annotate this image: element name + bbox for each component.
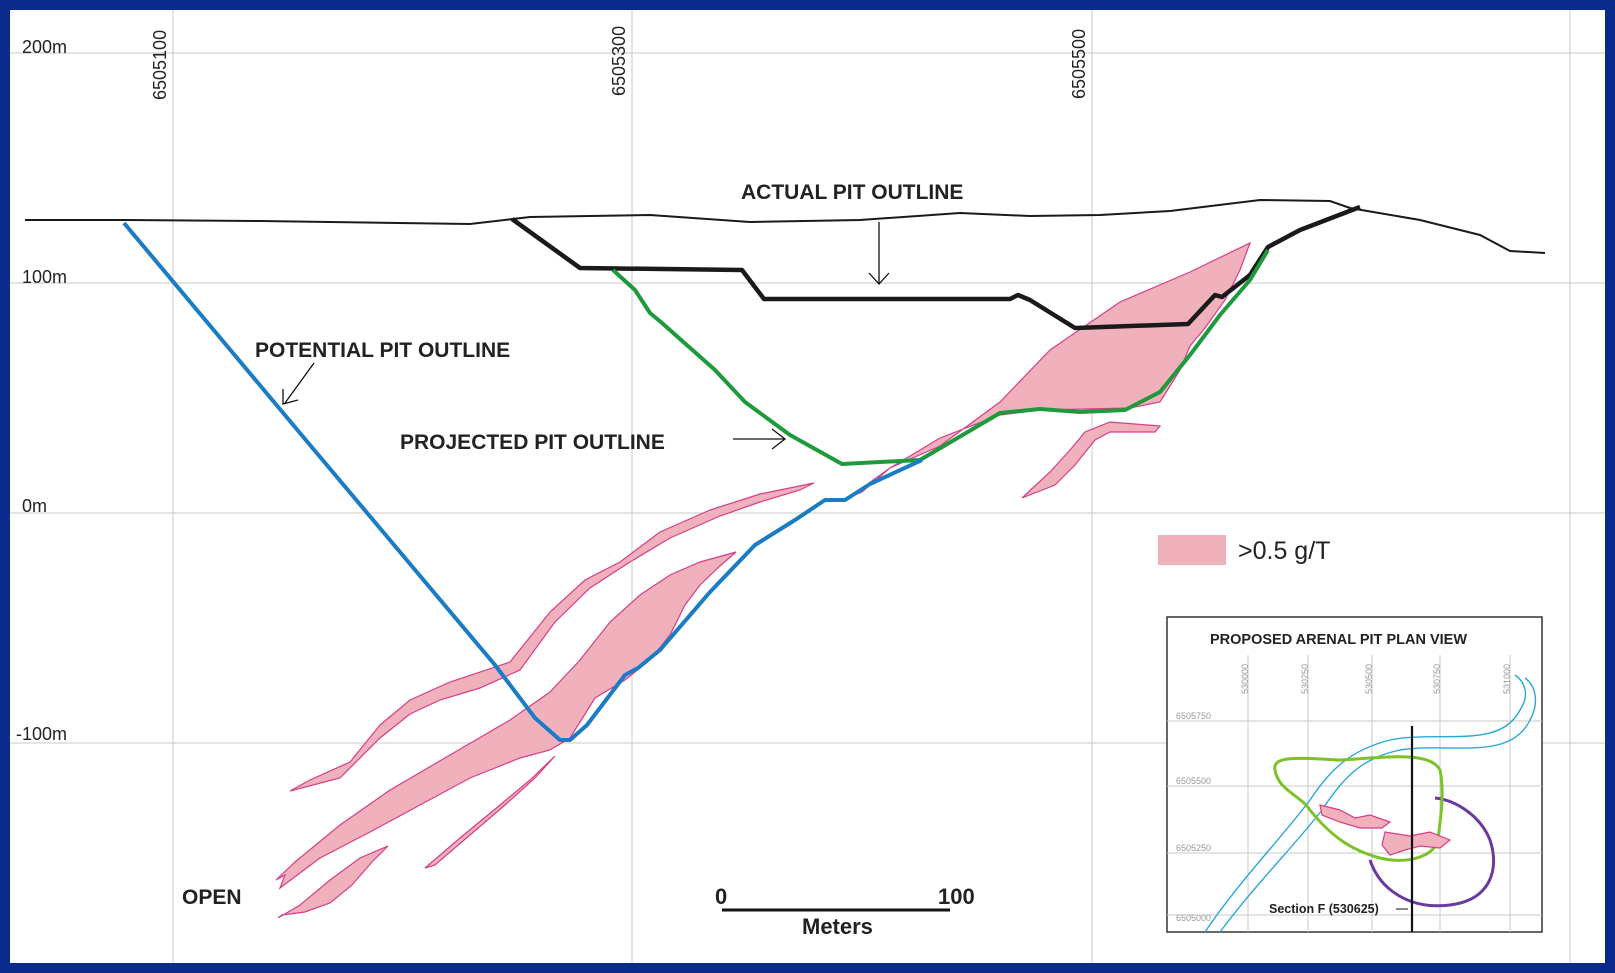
inset-easting-label: 530250 — [1300, 664, 1310, 694]
legend-label: >0.5 g/T — [1238, 537, 1330, 565]
projected-pit-arrowhead — [771, 428, 787, 450]
inset-actual-pit-purple — [1368, 796, 1496, 908]
inset-northing-label: 6505750 — [1176, 711, 1211, 721]
inset-frame — [1166, 616, 1543, 933]
scale-bar-unit: Meters — [802, 914, 873, 939]
projected-pit-label: PROJECTED PIT OUTLINE — [400, 431, 665, 454]
ore-zone-thin — [424, 755, 556, 869]
legend: >0.5 g/T — [1158, 535, 1330, 565]
elevation-label-0m: 0m — [22, 496, 47, 516]
topography-line — [25, 198, 1546, 254]
inset-easting-label: 530500 — [1364, 664, 1374, 694]
inset-easting-label: 530750 — [1432, 664, 1442, 694]
inset-tick-labels: 530000 530250 530500 530750 531000 65057… — [1176, 664, 1512, 923]
potential-pit-label-arrow — [284, 362, 315, 404]
ore-zone-right-small — [1021, 421, 1162, 499]
scale-bar-start: 0 — [715, 884, 727, 909]
actual-pit-label: ACTUAL PIT OUTLINE — [741, 181, 963, 204]
cross-section-figure: 200m 100m 0m -100m 6505100 6505300 65055… — [10, 10, 1605, 963]
open-label: OPEN — [182, 886, 242, 909]
inset-ore-blob — [1319, 804, 1392, 829]
cross-section-diagram: 200m 100m 0m -100m 6505100 6505300 65055… — [10, 10, 1605, 963]
ore-zone-bottom — [277, 845, 389, 919]
inset-river — [1204, 674, 1537, 933]
projected-pit-outline — [611, 248, 1270, 466]
northing-label-6505100: 6505100 — [150, 30, 170, 100]
inset-northing-label: 6505000 — [1176, 913, 1211, 923]
elevation-label-100m: 100m — [22, 267, 67, 287]
actual-pit-arrowhead — [868, 272, 890, 285]
inset-plan-view: PROPOSED ARENAL PIT PLAN VIEW 530000 530… — [1166, 616, 1543, 933]
inset-ore-zones — [1319, 804, 1452, 856]
scale-bar-end: 100 — [938, 884, 975, 909]
inset-northing-label: 6505500 — [1176, 776, 1211, 786]
potential-pit-outline — [122, 221, 923, 742]
ore-zone-lower-long — [275, 551, 737, 890]
inset-ore-blob — [1381, 831, 1452, 856]
inset-section-label: Section F (530625) — [1269, 902, 1379, 916]
potential-pit-arrowhead — [282, 389, 299, 405]
inset-grid — [1167, 655, 1542, 932]
scale-bar: 0 100 Meters — [715, 884, 975, 939]
northing-label-6505300: 6505300 — [609, 26, 629, 96]
inset-easting-label: 531000 — [1502, 664, 1512, 694]
ore-zones — [275, 241, 1252, 919]
inset-easting-label: 530000 — [1240, 664, 1250, 694]
legend-swatch — [1158, 535, 1226, 565]
inset-northing-label: 6505250 — [1176, 843, 1211, 853]
elevation-label-minus100m: -100m — [16, 724, 67, 744]
ore-zone-main-upper — [847, 241, 1252, 499]
ore-zone-upper-long — [289, 482, 815, 792]
elevation-label-200m: 200m — [22, 37, 67, 57]
potential-pit-label: POTENTIAL PIT OUTLINE — [255, 339, 510, 362]
northing-label-6505500: 6505500 — [1069, 29, 1089, 99]
inset-title: PROPOSED ARENAL PIT PLAN VIEW — [1210, 632, 1467, 648]
